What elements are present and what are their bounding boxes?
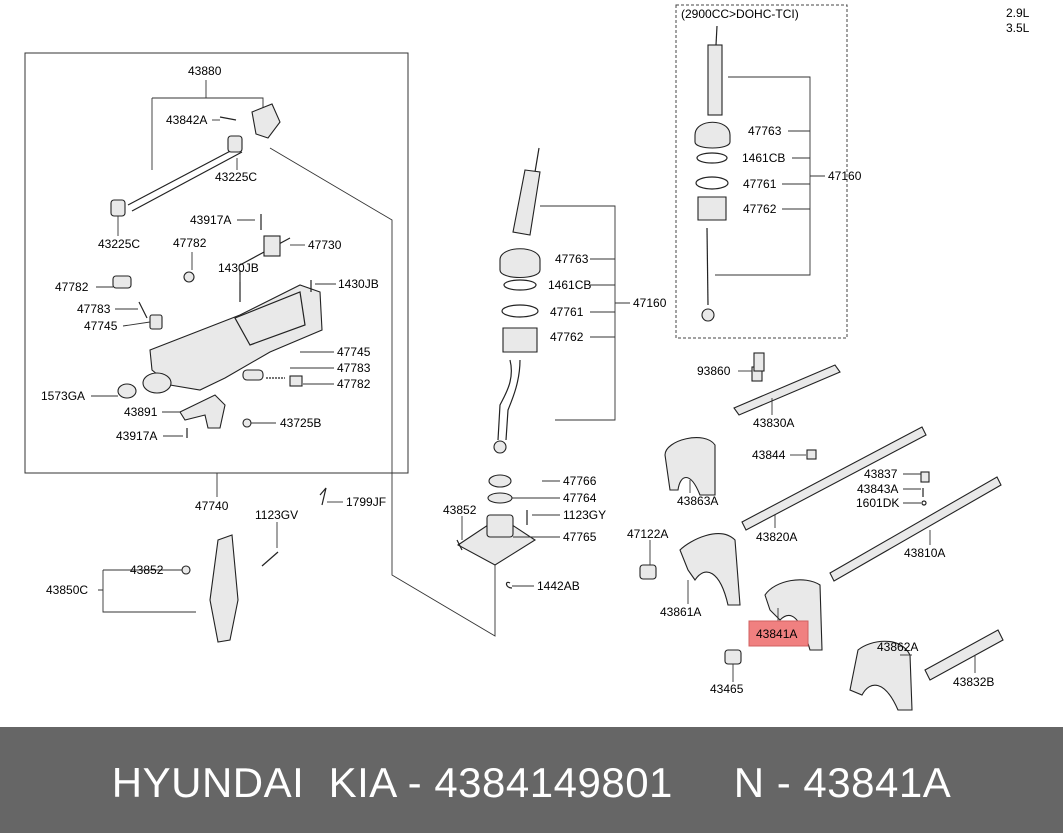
label-43917A-b: 43917A [116, 429, 157, 443]
footer-bar: HYUNDAI KIA - 4384149801 N - 43841A [0, 727, 1063, 833]
bracket-47160-right [715, 76, 825, 276]
label-43861A: 43861A [660, 605, 701, 619]
label-47782-b: 47782 [55, 280, 89, 294]
label-1461CB-b: 1461CB [742, 151, 785, 165]
label-47761-b: 47761 [743, 177, 777, 191]
label-43852-b: 43852 [443, 503, 477, 517]
label-43837: 43837 [864, 467, 898, 481]
label-1799JF: 1799JF [346, 495, 386, 509]
shift-lever-right [694, 25, 731, 322]
label-1430JB-b: 1430JB [338, 277, 379, 291]
label-47762-b: 47762 [743, 202, 777, 216]
label-93860: 93860 [697, 364, 731, 378]
shift-rod-assembly [110, 103, 281, 217]
label-43844: 43844 [752, 448, 786, 462]
label-43842A: 43842A [166, 113, 207, 127]
label-47783-a: 47783 [77, 302, 111, 316]
label-47762-a: 47762 [550, 330, 584, 344]
label-47745-a: 47745 [84, 319, 118, 333]
label-43917A-a: 43917A [190, 213, 231, 227]
label-43832B: 43832B [953, 675, 994, 689]
label-43852-a: 43852 [130, 563, 164, 577]
label-1123GY: 1123GY [563, 508, 606, 522]
label-47761-a: 47761 [550, 305, 584, 319]
label-43830A: 43830A [753, 416, 794, 430]
label-47783-b: 47783 [337, 361, 371, 375]
label-43725B: 43725B [280, 416, 321, 430]
label-1123GV: 1123GV [255, 508, 298, 522]
label-47763-a: 47763 [555, 252, 589, 266]
label-43225C-a: 43225C [215, 170, 257, 184]
leader-lines [91, 119, 976, 682]
label-43810A: 43810A [904, 546, 945, 560]
label-1430JB-a: 1430JB [218, 261, 259, 275]
shift-forks [181, 352, 930, 711]
label-43843A: 43843A [857, 482, 898, 496]
label-43880: 43880 [188, 64, 222, 78]
connector-line [269, 147, 496, 637]
shift-rods [733, 364, 1004, 681]
label-47765: 47765 [563, 530, 597, 544]
label-43863A: 43863A [677, 494, 718, 508]
label-47740: 47740 [195, 499, 229, 513]
engine-label-2-9l: 2.9L [1006, 6, 1030, 20]
label-43820A: 43820A [756, 530, 797, 544]
label-43225C-b: 43225C [98, 237, 140, 251]
shift-lever-housing [112, 214, 323, 438]
label-47766: 47766 [563, 474, 597, 488]
engine-label-3-5l: 3.5L [1006, 21, 1030, 35]
bracket-47160-left [540, 205, 630, 421]
shift-lever-left [456, 147, 541, 566]
label-47730: 47730 [308, 238, 342, 252]
label-47160-a: 47160 [633, 296, 667, 310]
highlight-box-43841A [748, 620, 809, 647]
label-47764: 47764 [563, 491, 597, 505]
label-1601DK: 1601DK [856, 496, 899, 510]
label-1442AB: 1442AB [537, 579, 580, 593]
label-47122A: 47122A [627, 527, 668, 541]
label-43841A: 43841A [756, 627, 797, 641]
label-1573GA: 1573GA [41, 389, 85, 403]
label-1461CB-a: 1461CB [548, 278, 591, 292]
bracket-43850C [98, 569, 196, 613]
label-43465: 43465 [710, 682, 744, 696]
label-43891: 43891 [124, 405, 158, 419]
label-47782-c: 47782 [337, 377, 371, 391]
label-47782-a: 47782 [173, 236, 207, 250]
parts-diagram: 43880 43842A 43225C 43225C 43917A 47782 … [24, 4, 1030, 711]
label-47763-b: 47763 [748, 124, 782, 138]
variant-note: (2900CC>DOHC-TCI) [681, 7, 799, 21]
label-47745-b: 47745 [337, 345, 371, 359]
variant-group-frame [675, 4, 848, 339]
shift-control-group-frame [24, 52, 409, 474]
bracket-43880 [151, 80, 264, 170]
label-43862A: 43862A [877, 640, 918, 654]
part-number-caption: HYUNDAI KIA - 4384149801 N - 43841A [111, 759, 952, 806]
part-labels: 43880 43842A 43225C 43225C 43917A 47782 … [41, 6, 1030, 696]
label-47160-b: 47160 [828, 169, 862, 183]
label-43850C: 43850C [46, 583, 88, 597]
